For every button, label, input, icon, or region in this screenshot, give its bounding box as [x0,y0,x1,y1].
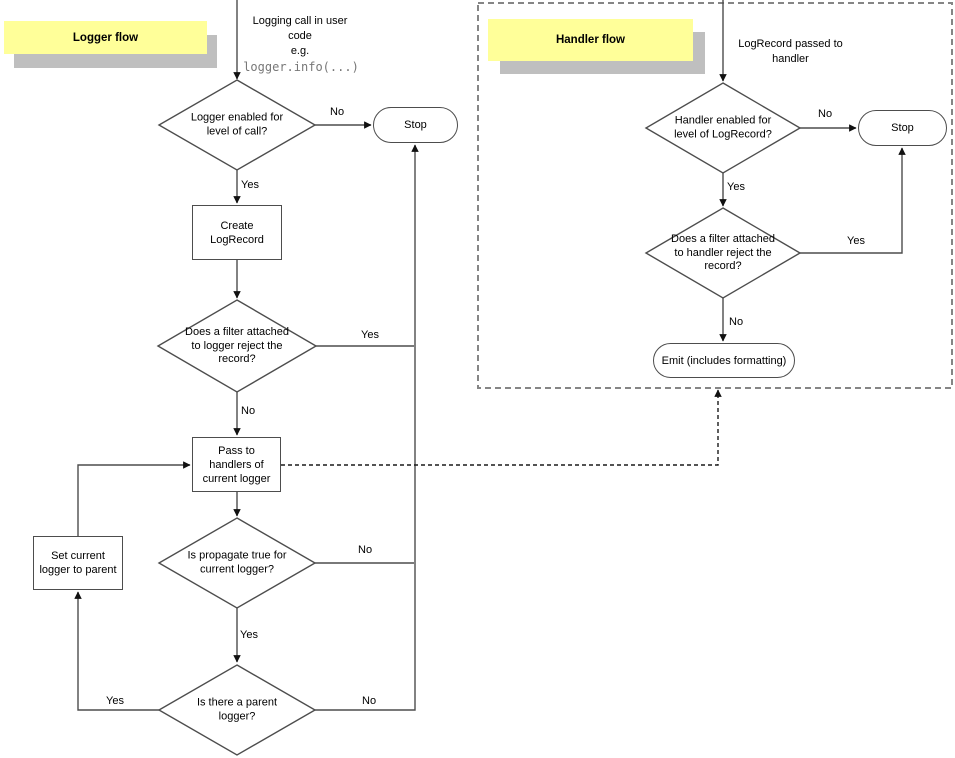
edge-return-line-to-stop [315,144,419,711]
logger-propagate-check-diamond [157,517,317,609]
edge-label-level-no: No [330,106,345,118]
logger-flow-title-sticky: Logger flow [4,21,207,54]
edge-handler-filter-yes-to-stop [800,147,906,254]
edge-label-handler-level-no: No [818,108,833,120]
logger-filter-check-label: Does a filter attached to logger reject … [185,325,289,365]
logger-entry-code: logger.info(...) [243,60,359,74]
edge-label-parent-yes: Yes [106,695,124,707]
logger-parent-check-label: Is there a parent logger? [196,696,278,723]
logger-level-check-label: Logger enabled for level of call? [190,111,284,138]
logger-filter-check-diamond [156,299,318,393]
emit-terminator: Emit (includes formatting) [653,343,795,378]
edge-label-propagate-no: No [358,544,373,556]
edge-label-handler-filter-yes: Yes [847,235,865,247]
logger-entry-annotation: Logging call in user code e.g. [252,15,348,57]
handler-entry-annotation: LogRecord passed to handler [738,38,843,65]
edge-label-handler-level-yes: Yes [727,181,745,193]
logger-propagate-check-label: Is propagate true for current logger? [187,549,287,576]
handler-stop-terminator: Stop [858,110,947,146]
handler-flow-panel-border [477,2,953,389]
edge-parent-yes-to-set [74,591,159,711]
pass-to-handlers-box: Pass to handlers of current logger [192,437,281,492]
edge-label-filter-yes: Yes [361,329,379,341]
logger-level-check-diamond [157,79,317,171]
edge-label-filter-no: No [241,405,256,417]
handler-flow-title: Handler flow [555,34,625,46]
create-logrecord-box: Create LogRecord [192,205,282,260]
handler-level-check-label: Handler enabled for level of LogRecord? [674,114,772,141]
logger-flow-title: Logger flow [72,31,139,44]
handler-flow-title-sticky: Handler flow [488,19,693,61]
edge-label-parent-no: No [362,695,377,707]
edge-pass-to-handler-flow-dashed [281,389,722,466]
edge-label-level-yes: Yes [241,179,259,191]
edge-set-to-pass [77,461,191,536]
handler-filter-check-diamond [644,207,802,299]
set-current-logger-box: Set current logger to parent [33,536,123,590]
edge-label-handler-filter-no: No [729,316,744,328]
logger-parent-check-diamond [157,664,317,756]
logger-stop-terminator: Stop [373,107,458,143]
handler-level-check-diamond [644,82,802,174]
handler-filter-check-label: Does a filter attached to handler reject… [671,232,775,272]
edge-label-propagate-yes: Yes [240,629,258,641]
